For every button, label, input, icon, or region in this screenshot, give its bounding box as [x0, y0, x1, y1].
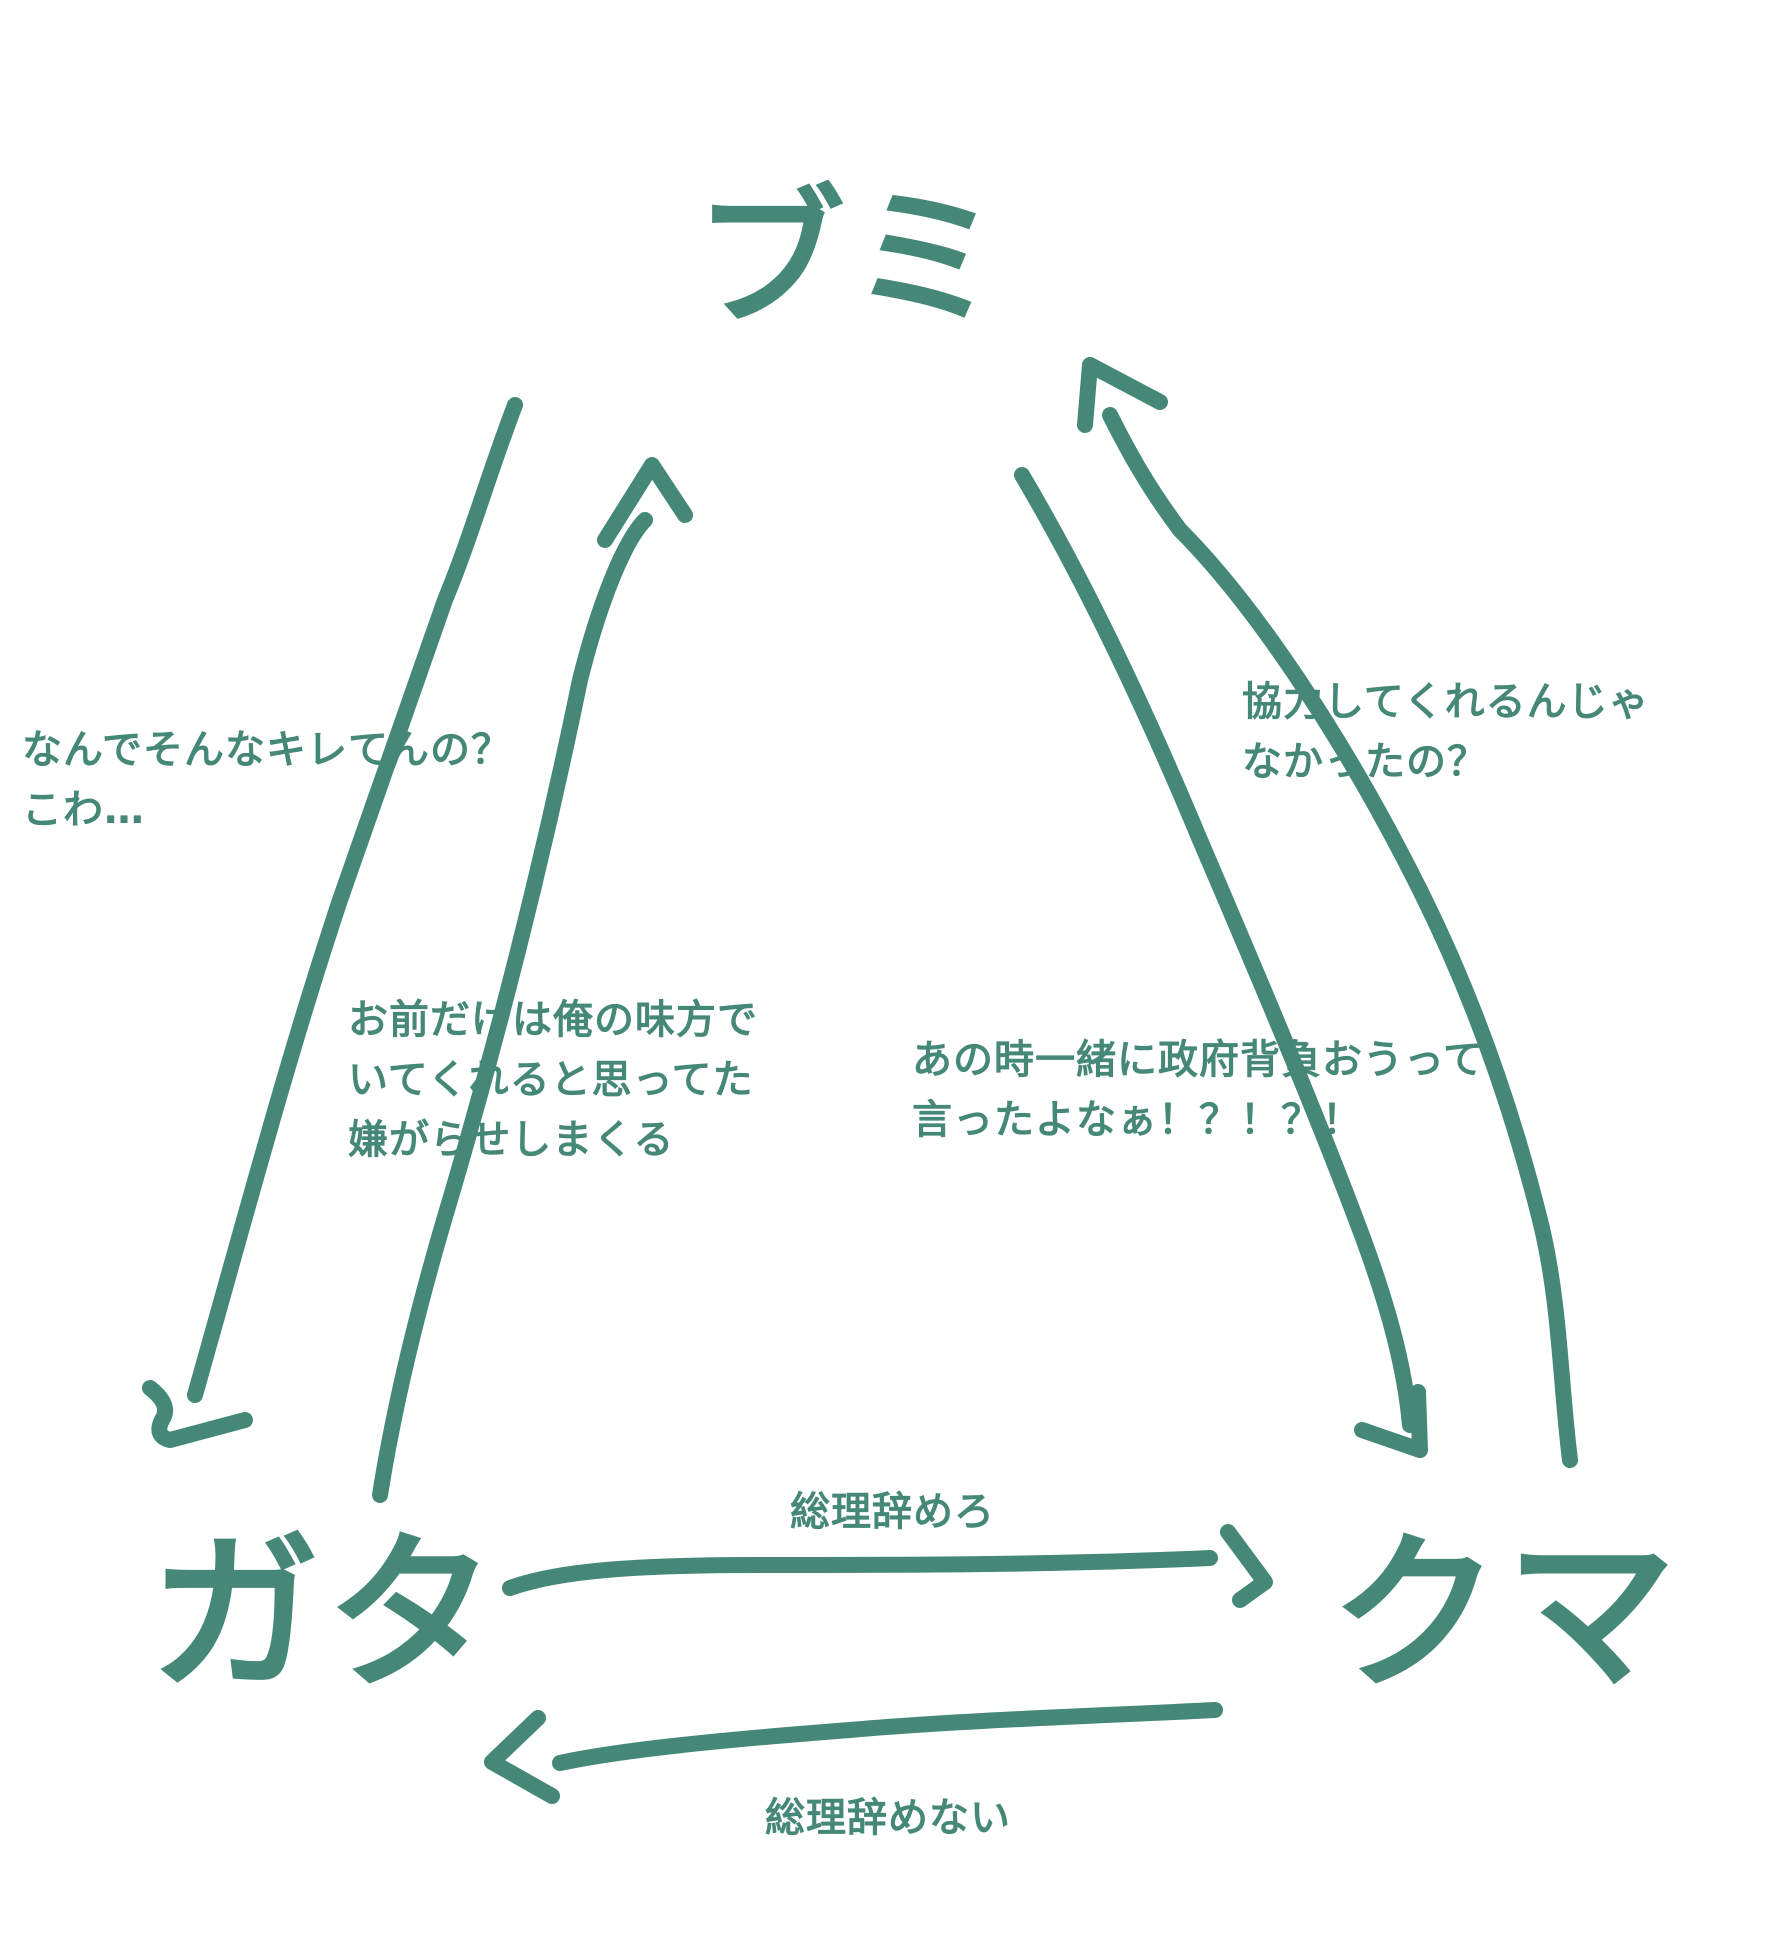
- label-top-to-left: なんでそんなキレてんの？ こわ…: [22, 720, 512, 840]
- label-top-to-right: あの時一緒に政府背負おうって 言ったよなぁ！？！？！: [912, 1030, 1484, 1150]
- label-right-to-top-line-2: なかったの？: [1242, 739, 1488, 785]
- arrow-top-to-right: [1014, 467, 1428, 1458]
- label-left-to-top: お前だけは俺の味方で いてくれると思ってた 嫌がらせしまくる: [348, 990, 758, 1170]
- node-kuma: クマ: [1330, 1516, 1683, 1714]
- label-left-to-right: 総理辞めろ: [790, 1489, 995, 1535]
- node-bumi: ブミ: [695, 173, 1008, 347]
- label-top-to-left-line-1: なんでそんなキレてんの？: [22, 727, 512, 773]
- label-top-to-left-line-2: こわ…: [22, 787, 145, 833]
- arrow-left-to-right: [502, 1524, 1273, 1608]
- arrow-top-to-left: [142, 397, 523, 1448]
- label-top-to-right-line-2: 言ったよなぁ！？！？！: [912, 1097, 1363, 1143]
- label-right-to-top-line-1: 協力してくれるんじゃ: [1242, 679, 1650, 725]
- arrow-right-to-top: [1077, 357, 1578, 1468]
- label-left-to-top-line-3: 嫌がらせしまくる: [348, 1117, 675, 1163]
- node-gata: ガタ: [150, 1516, 503, 1714]
- label-top-to-right-line-1: あの時一緒に政府背負おうって: [912, 1037, 1484, 1083]
- arrow-left-to-top: [372, 457, 693, 1503]
- label-right-to-top: 協力してくれるんじゃ なかったの？: [1242, 672, 1650, 792]
- label-right-to-left: 総理辞めない: [765, 1795, 1011, 1841]
- arrow-right-to-left: [484, 1702, 1223, 1804]
- label-left-to-top-line-1: お前だけは俺の味方で: [348, 997, 758, 1043]
- label-left-to-top-line-2: いてくれると思ってた: [348, 1057, 754, 1103]
